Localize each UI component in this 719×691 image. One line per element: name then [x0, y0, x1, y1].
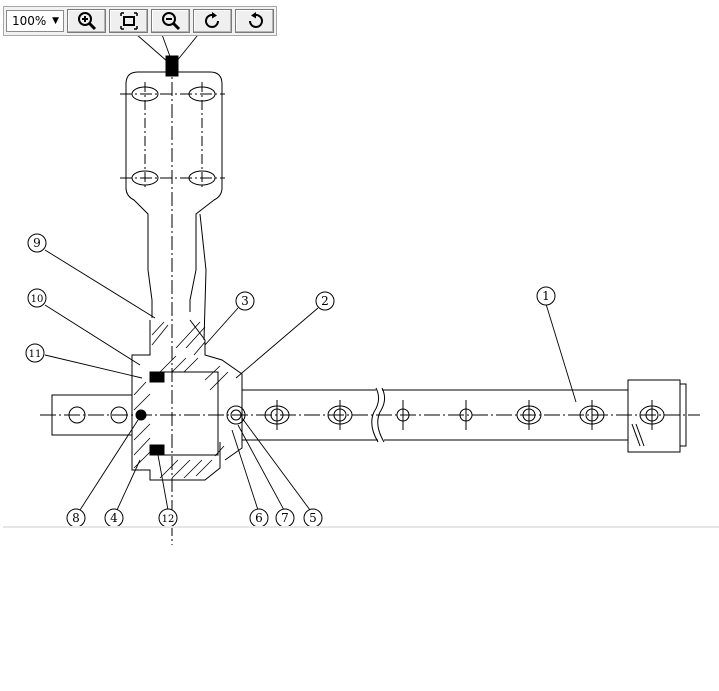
svg-text:2: 2 — [321, 294, 329, 308]
slot-hole — [131, 86, 159, 102]
callout-6: 6 — [249, 508, 269, 528]
rotate-cw-icon — [204, 12, 219, 28]
reset-button[interactable] — [235, 9, 274, 33]
fit-page-button[interactable] — [109, 9, 148, 33]
undo-icon — [248, 12, 263, 28]
svg-text:5: 5 — [309, 511, 317, 525]
callout-8: 8 — [66, 508, 86, 528]
callout-4: 4 — [104, 508, 124, 528]
callout-1: 1 — [536, 286, 556, 306]
slot-hole — [131, 170, 159, 186]
slot-hole — [188, 170, 216, 186]
zoom-out-button[interactable] — [151, 9, 190, 33]
section-hatching — [133, 321, 229, 479]
callout-7: 7 — [275, 508, 295, 528]
svg-text:1: 1 — [542, 289, 550, 303]
svg-text:12: 12 — [162, 514, 175, 525]
end-block — [627, 379, 681, 453]
arm-bar — [242, 389, 378, 441]
svg-text:10: 10 — [31, 294, 44, 305]
hub-block — [131, 320, 221, 481]
viewer-toolbar: 100% ▼ — [3, 6, 277, 36]
slot-hole — [188, 86, 216, 102]
zoom-in-icon — [77, 12, 96, 31]
svg-text:9: 9 — [33, 236, 41, 250]
fit-page-icon — [119, 12, 138, 30]
leader-lines — [44, 17, 577, 511]
svg-text:6: 6 — [255, 511, 263, 525]
svg-text:8: 8 — [72, 511, 80, 525]
callout-2: 2 — [315, 291, 335, 311]
callout-10: 10 — [27, 288, 47, 308]
svg-text:7: 7 — [281, 511, 289, 525]
callout-12: 12 — [158, 508, 178, 528]
page-bottom-edge — [3, 526, 719, 528]
zoom-in-button[interactable] — [67, 9, 106, 33]
zoom-level-select[interactable]: 100% ▼ — [6, 10, 64, 32]
yoke-outline-right — [138, 71, 223, 312]
pivot-bearing — [226, 405, 246, 425]
svg-text:11: 11 — [29, 349, 42, 360]
callout-9: 9 — [27, 233, 47, 253]
zoom-level-value: 100% — [12, 14, 47, 28]
dropdown-arrow-icon: ▼ — [52, 16, 59, 26]
svg-text:4: 4 — [110, 511, 118, 525]
zoom-out-icon — [161, 12, 180, 31]
arm-holes — [264, 400, 665, 430]
callout-5: 5 — [303, 508, 323, 528]
callout-labels: 9 10 11 3 2 1 8 4 12 6 7 5 — [25, 233, 556, 528]
yoke-outline-left — [125, 71, 153, 318]
callout-11: 11 — [25, 343, 45, 363]
svg-text:3: 3 — [241, 294, 249, 308]
callout-3: 3 — [235, 291, 255, 311]
rotate-clockwise-button[interactable] — [193, 9, 232, 33]
inner-bore — [150, 371, 219, 456]
